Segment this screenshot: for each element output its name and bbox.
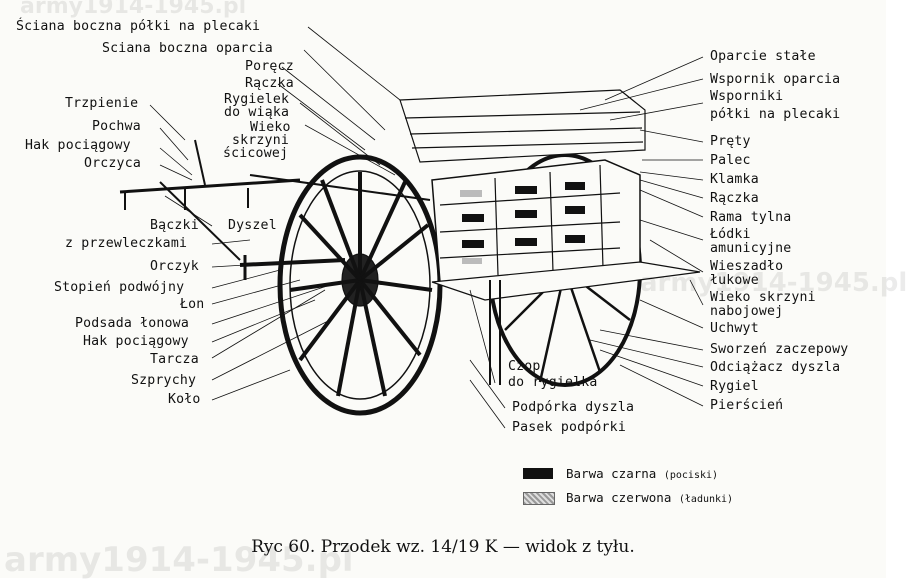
label-wieko-skrzyni: Wieko skrzyni <box>710 290 816 305</box>
label-scicowej: ścicowej <box>223 146 289 161</box>
label-z-przewleczkami: z przewleczkami <box>65 236 188 251</box>
label-polki-na-plecaki: półki na plecaki <box>710 107 841 122</box>
label-nabojowej: nabojowej <box>710 304 784 319</box>
label-do-wiaka: do wiąka <box>224 105 290 120</box>
label-rygielek: Rygielek <box>224 92 290 107</box>
swingletree <box>119 178 301 194</box>
label-orczyk: Orczyk <box>150 259 199 274</box>
legend-red-text: Barwa czerwona (ładunki) <box>566 490 733 505</box>
label-sworzen-zaczepowy: Sworzeń zaczepowy <box>710 342 849 357</box>
legend-black-note: (pociski) <box>663 470 719 481</box>
legend-black-text: Barwa czarna (pociski) <box>566 466 718 481</box>
label-skrzyni: skrzyni <box>232 133 289 148</box>
label-rama-tylna: Rama tylna <box>710 210 792 225</box>
legend-black-label: Barwa czarna <box>566 466 657 481</box>
legend-red-label: Barwa czerwona <box>566 490 672 505</box>
label-kolo: Koło <box>168 392 201 407</box>
label-lodki: Łódki <box>710 227 751 242</box>
label-pochwa: Pochwa <box>92 119 141 134</box>
label-lon: Łon <box>180 297 205 312</box>
legend-red-swatch <box>523 492 555 505</box>
limber-illustration <box>119 26 704 429</box>
label-szprychy: Szprychy <box>131 373 197 388</box>
label-wieszadlo: Wieszadło <box>710 259 784 274</box>
label-prety: Pręty <box>710 134 751 149</box>
label-oparcie-stale: Oparcie stałe <box>710 49 816 64</box>
label-trzpienie: Trzpienie <box>65 96 139 111</box>
label-wspornik-oparcia: Wspornik oparcia <box>710 72 841 87</box>
label-dyszel: Dyszel <box>228 218 277 233</box>
watermark: army1914-1945.pl <box>4 540 354 580</box>
label-odciazacz-dyszla: Odciążacz dyszla <box>710 360 841 375</box>
label-baczki: Bączki <box>150 218 199 233</box>
label-pasek-podporki: Pasek podpórki <box>512 420 626 435</box>
label-sciana-boczna-polki: Ściana boczna półki na plecaki <box>16 19 261 34</box>
figure-caption: Ryc 60. Przodek wz. 14/19 K — widok z ty… <box>251 537 635 557</box>
label-podporka-dyszla: Podpórka dyszla <box>512 400 635 415</box>
leader-lines <box>149 26 704 429</box>
label-amunicyjne: amunicyjne <box>710 241 792 256</box>
red-fill-marks <box>460 190 482 264</box>
label-stopien-podwojny: Stopień podwójny <box>54 280 185 295</box>
legend-black-swatch <box>523 468 553 479</box>
label-pierscien: Pierścień <box>710 398 784 413</box>
label-palec: Palec <box>710 153 751 168</box>
ammo-box <box>431 159 641 283</box>
label-raczka-left: Rączka <box>245 76 294 91</box>
label-uchwyt: Uchwyt <box>710 321 759 336</box>
watermark: army1914-1945.pl <box>20 0 247 19</box>
seat-back <box>399 89 646 163</box>
label-rygiel: Rygiel <box>710 379 759 394</box>
watermark: army1914-1945.pl <box>640 268 907 298</box>
diagram-page: army1914-1945.pl army1914-1945.pl army19… <box>4 0 907 580</box>
label-do-rygielka: do rygielka <box>508 375 598 390</box>
label-porecz: Poręcz <box>245 59 294 74</box>
label-lukowe: łukowe <box>710 273 759 288</box>
ammo-compartments <box>439 164 621 276</box>
pole <box>239 258 346 267</box>
label-tarcza: Tarcza <box>150 352 199 367</box>
label-wsporniki: Wsporniki <box>710 89 784 104</box>
label-hak-pociagowy-bottom: Hak pociągowy <box>83 334 189 349</box>
legend-red-note: (ładunki) <box>678 494 734 505</box>
label-podsada-lonowa: Podsada łonowa <box>75 316 189 331</box>
label-klamka: Klamka <box>710 172 759 187</box>
label-sciana-boczna-oparcia: Sciana boczna oparcia <box>102 41 273 56</box>
label-raczka-right: Rączka <box>710 191 759 206</box>
label-hak-pociagowy-top: Hak pociągowy <box>25 138 131 153</box>
label-wieko: Wieko <box>250 120 291 135</box>
label-orczyca: Orczyca <box>84 156 141 171</box>
label-czop: Czop <box>508 359 541 374</box>
black-fill-marks <box>462 182 585 248</box>
